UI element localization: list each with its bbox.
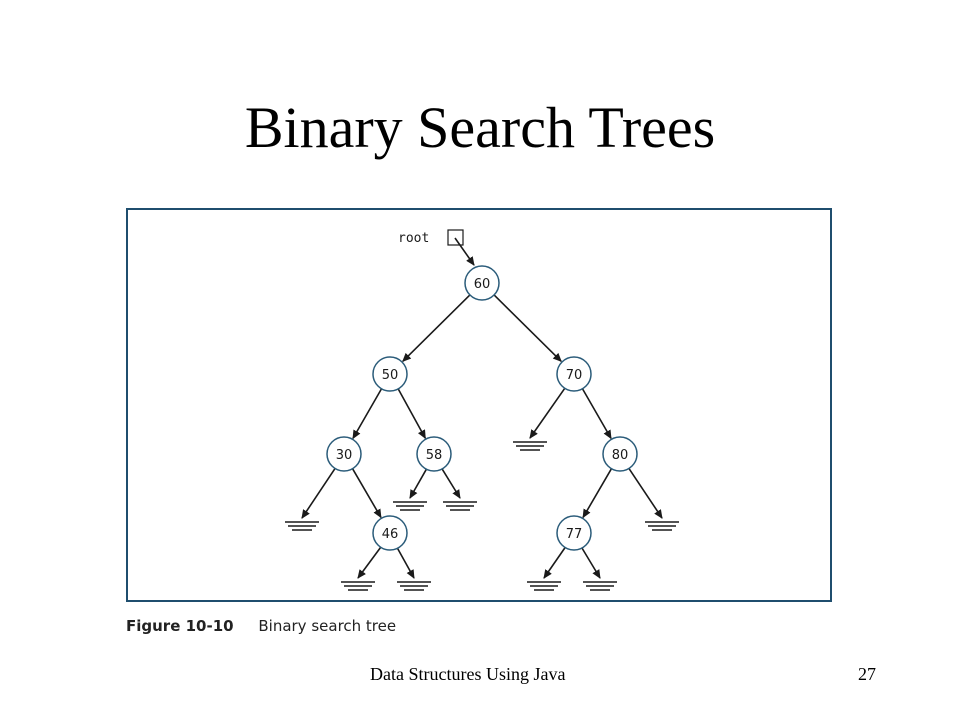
null-pointer-edge: [357, 546, 382, 579]
null-link-symbol: [513, 441, 547, 451]
root-pointer-arrow: [454, 237, 475, 266]
null-link-symbol: [583, 581, 617, 591]
tree-node-circle: [556, 515, 592, 551]
null-pointer-edge: [409, 468, 428, 499]
tree-node-label: 77: [566, 527, 583, 542]
tree-edge: [397, 388, 427, 440]
tree-nodes: 60 50 70 30 58 80 46 77: [326, 265, 638, 551]
null-link-symbol: [527, 581, 561, 591]
tree-node: 30: [326, 436, 362, 472]
root-label: root: [398, 231, 429, 246]
tree-node-label: 50: [382, 368, 399, 383]
tree-node: 50: [372, 356, 408, 392]
tree-node: 60: [464, 265, 500, 301]
tree-edge: [352, 388, 383, 440]
tree-node: 46: [372, 515, 408, 551]
tree-node: 58: [416, 436, 452, 472]
null-pointer-edge: [628, 468, 663, 519]
tree-node-circle: [464, 265, 500, 301]
tree-node-label: 58: [426, 448, 443, 463]
null-pointer-edge: [301, 468, 336, 519]
null-pointer-edge: [581, 547, 601, 579]
tree-node-circle: [602, 436, 638, 472]
null-link-symbol: [285, 521, 319, 531]
null-link-symbol: [393, 501, 427, 511]
tree-node-circle: [556, 356, 592, 392]
null-link-symbol: [645, 521, 679, 531]
null-pointer-edge: [441, 468, 461, 499]
tree-node-label: 30: [336, 448, 353, 463]
tree-node-label: 60: [474, 277, 491, 292]
null-link-symbol: [397, 581, 431, 591]
tree-edge: [582, 468, 613, 519]
slide-title: Binary Search Trees: [244, 95, 716, 160]
slide-footer: Data Structures Using Java: [370, 664, 566, 684]
tree-node-label: 46: [382, 527, 399, 542]
root-pointer-box: [447, 229, 464, 246]
tree-edges: [285, 237, 679, 591]
tree-node: 70: [556, 356, 592, 392]
figure-frame: root 60 50 70 30 58 80 46 77: [126, 208, 832, 602]
tree-node: 80: [602, 436, 638, 472]
null-link-symbol: [443, 501, 477, 511]
tree-edge: [351, 468, 382, 519]
tree-edge: [581, 388, 612, 440]
tree-edge: [402, 294, 471, 363]
null-pointer-edge: [529, 387, 566, 439]
tree-node-circle: [326, 436, 362, 472]
tree-edge: [493, 294, 562, 363]
figure-caption: Figure 10-10 Binary search tree: [126, 617, 396, 635]
null-link-symbol: [341, 581, 375, 591]
null-pointer-edge: [543, 547, 566, 579]
page-number: 27: [858, 664, 876, 684]
tree-node-circle: [416, 436, 452, 472]
tree-node-circle: [372, 356, 408, 392]
tree-node-label: 70: [566, 368, 583, 383]
figure-number: Figure 10-10: [126, 617, 234, 635]
null-pointer-edge: [396, 547, 415, 579]
tree-node: 77: [556, 515, 592, 551]
tree-node-label: 80: [612, 448, 629, 463]
binary-search-tree-diagram: root 60 50 70 30 58 80 46 77: [285, 229, 679, 591]
tree-node-circle: [372, 515, 408, 551]
figure-caption-text: Binary search tree: [258, 617, 397, 635]
